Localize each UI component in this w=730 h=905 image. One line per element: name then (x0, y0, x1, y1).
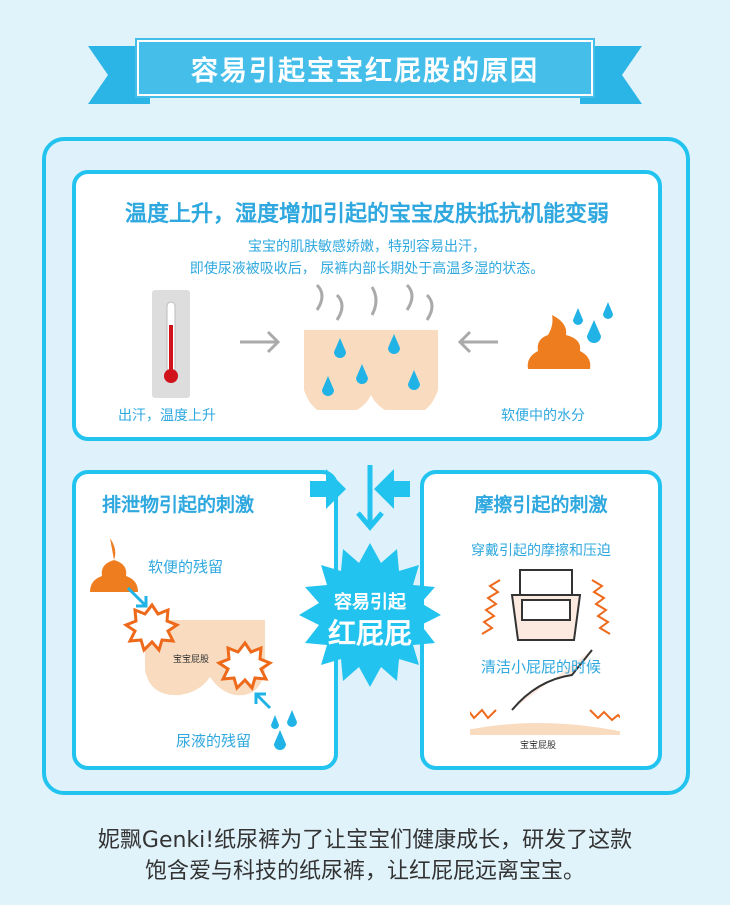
arrow-icon (254, 692, 272, 710)
sweat-caption: 出汗，温度上升 (118, 408, 216, 424)
arrow-down-icon (356, 465, 384, 531)
center-graphic (299, 465, 441, 687)
stool-residue-label: 软便的残留 (148, 558, 224, 576)
excretion-illustration (90, 538, 297, 750)
arrow-right-icon (240, 330, 281, 354)
friction-lines-icon (591, 579, 611, 635)
footer-line-1: 妮飘Genki!纸尿裤为了让宝宝们健康成长，研发了这款 (97, 828, 633, 853)
burst-shape (299, 543, 441, 687)
arrow-left-icon (374, 469, 410, 509)
stool-icon (90, 538, 138, 592)
diaper-icon (510, 569, 582, 641)
wearing-friction-label: 穿戴引起的摩擦和压迫 (471, 543, 611, 559)
center-line-2: 红屁屁 (327, 617, 412, 650)
arrow-right-icon (310, 469, 346, 509)
ribbon-tails (88, 46, 642, 104)
friction-heading: 摩擦引起的刺激 (474, 494, 608, 516)
stool-moisture-caption: 软便中的水分 (501, 408, 585, 424)
baby-bottom-label: 宝宝屁股 (520, 741, 557, 751)
arrow-left-icon (457, 330, 498, 354)
baby-bottom-label: 宝宝屁股 (173, 655, 210, 665)
skin-surface (470, 723, 620, 735)
stool-icon (527, 315, 591, 369)
irritation-burst-icon (215, 640, 274, 692)
friction-illustration (470, 569, 620, 735)
center-line-1: 容易引起 (334, 592, 406, 613)
arrow-icon (126, 586, 148, 608)
water-drops-icon (573, 302, 613, 343)
water-drops-icon (271, 710, 297, 750)
humidity-heading: 温度上升，湿度增加引起的宝宝皮肤抵抗机能变弱 (124, 202, 609, 227)
humidity-desc-2: 即使尿液被吸收后， 尿裤内部长期处于高温多湿的状态。 (189, 261, 545, 277)
cleaning-label: 清洁小屁屁的时候 (480, 658, 601, 676)
urine-residue-label: 尿液的残留 (176, 732, 252, 750)
friction-lines-icon (589, 709, 620, 722)
friction-lines-icon (481, 579, 501, 635)
excretion-heading: 排泄物引起的刺激 (102, 494, 255, 516)
friction-lines-icon (470, 708, 497, 720)
irritation-burst-icon (122, 602, 181, 654)
buttocks-icon (304, 283, 438, 410)
footer-line-2: 饱含爱与科技的纸尿裤，让红屁屁远离宝宝。 (144, 859, 585, 884)
page-title: 容易引起宝宝红屁股的原因 (137, 40, 593, 96)
humidity-desc-1: 宝宝的肌肤敏感娇嫩，特别容易出汗， (248, 239, 486, 255)
hand-icon (511, 649, 593, 711)
humidity-illustration (152, 283, 613, 410)
thermometer-icon (152, 290, 190, 398)
